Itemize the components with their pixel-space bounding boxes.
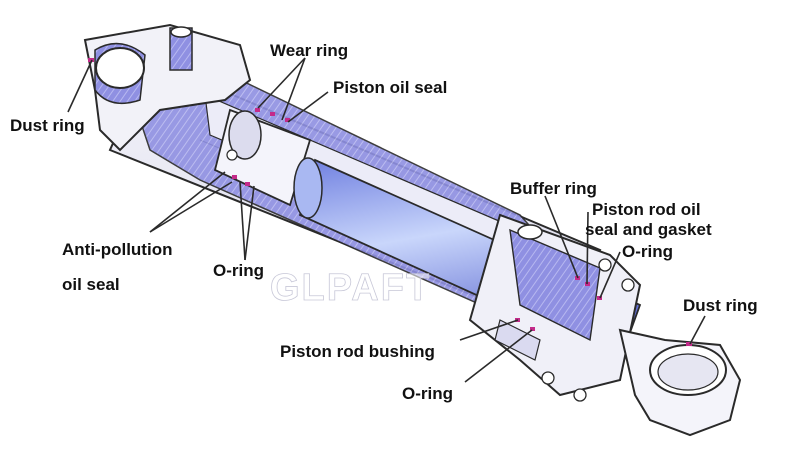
label-o-ring-right: O-ring [622,242,673,261]
front-gland [468,213,642,402]
label-anti-pollution-line1: Anti-pollution [62,240,172,259]
piston [213,108,312,207]
label-buffer-ring: Buffer ring [510,179,597,198]
label-dust-ring-right: Dust ring [683,296,758,315]
label-anti-pollution-line2: oil seal [62,275,120,294]
label-wear-ring: Wear ring [270,41,348,60]
watermark-text: GLPAFT [270,267,431,309]
label-piston-rod-oil-seal-line2: seal and gasket [585,220,712,239]
label-o-ring-bottom: O-ring [402,384,453,403]
leader-lines [67,57,706,383]
label-dust-ring-left: Dust ring [10,116,85,135]
label-piston-oil-seal: Piston oil seal [333,78,447,97]
label-piston-rod-oil-seal-line1: Piston rod oil [592,200,701,219]
label-piston-rod-bushing: Piston rod bushing [280,342,435,361]
rear-end-cap [83,23,252,152]
rod-eye [618,328,742,437]
label-o-ring-left: O-ring [213,261,264,280]
